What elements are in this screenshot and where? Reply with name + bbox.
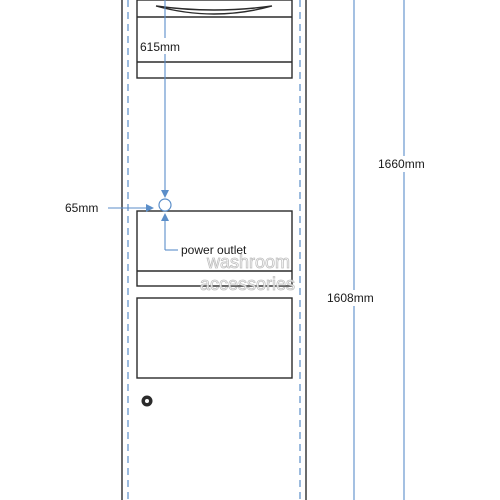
- mount-height-label: 1608mm: [327, 291, 374, 305]
- watermark-line-2: accessories: [200, 274, 295, 294]
- watermark: washroom accessories: [200, 252, 296, 295]
- lock-icon: [141, 395, 153, 407]
- top-offset-label: 615mm: [140, 40, 180, 54]
- watermark-line-1: washroom: [206, 252, 290, 272]
- dispenser-slot-icon: [155, 5, 273, 15]
- cabinet-outline: [121, 0, 307, 500]
- side-offset-dimension: [108, 204, 154, 212]
- side-offset-label: 65mm: [65, 201, 98, 215]
- power-outlet-label: power outlet: [181, 243, 247, 257]
- total-height-label: 1660mm: [378, 157, 425, 171]
- outlet-leader: [161, 213, 178, 251]
- power-outlet-icon: [158, 198, 172, 212]
- waste-door-panel: [136, 297, 293, 379]
- towel-dispenser-panel: [136, 0, 293, 79]
- middle-panel: [136, 210, 293, 287]
- top-offset-dimension: [161, 0, 169, 198]
